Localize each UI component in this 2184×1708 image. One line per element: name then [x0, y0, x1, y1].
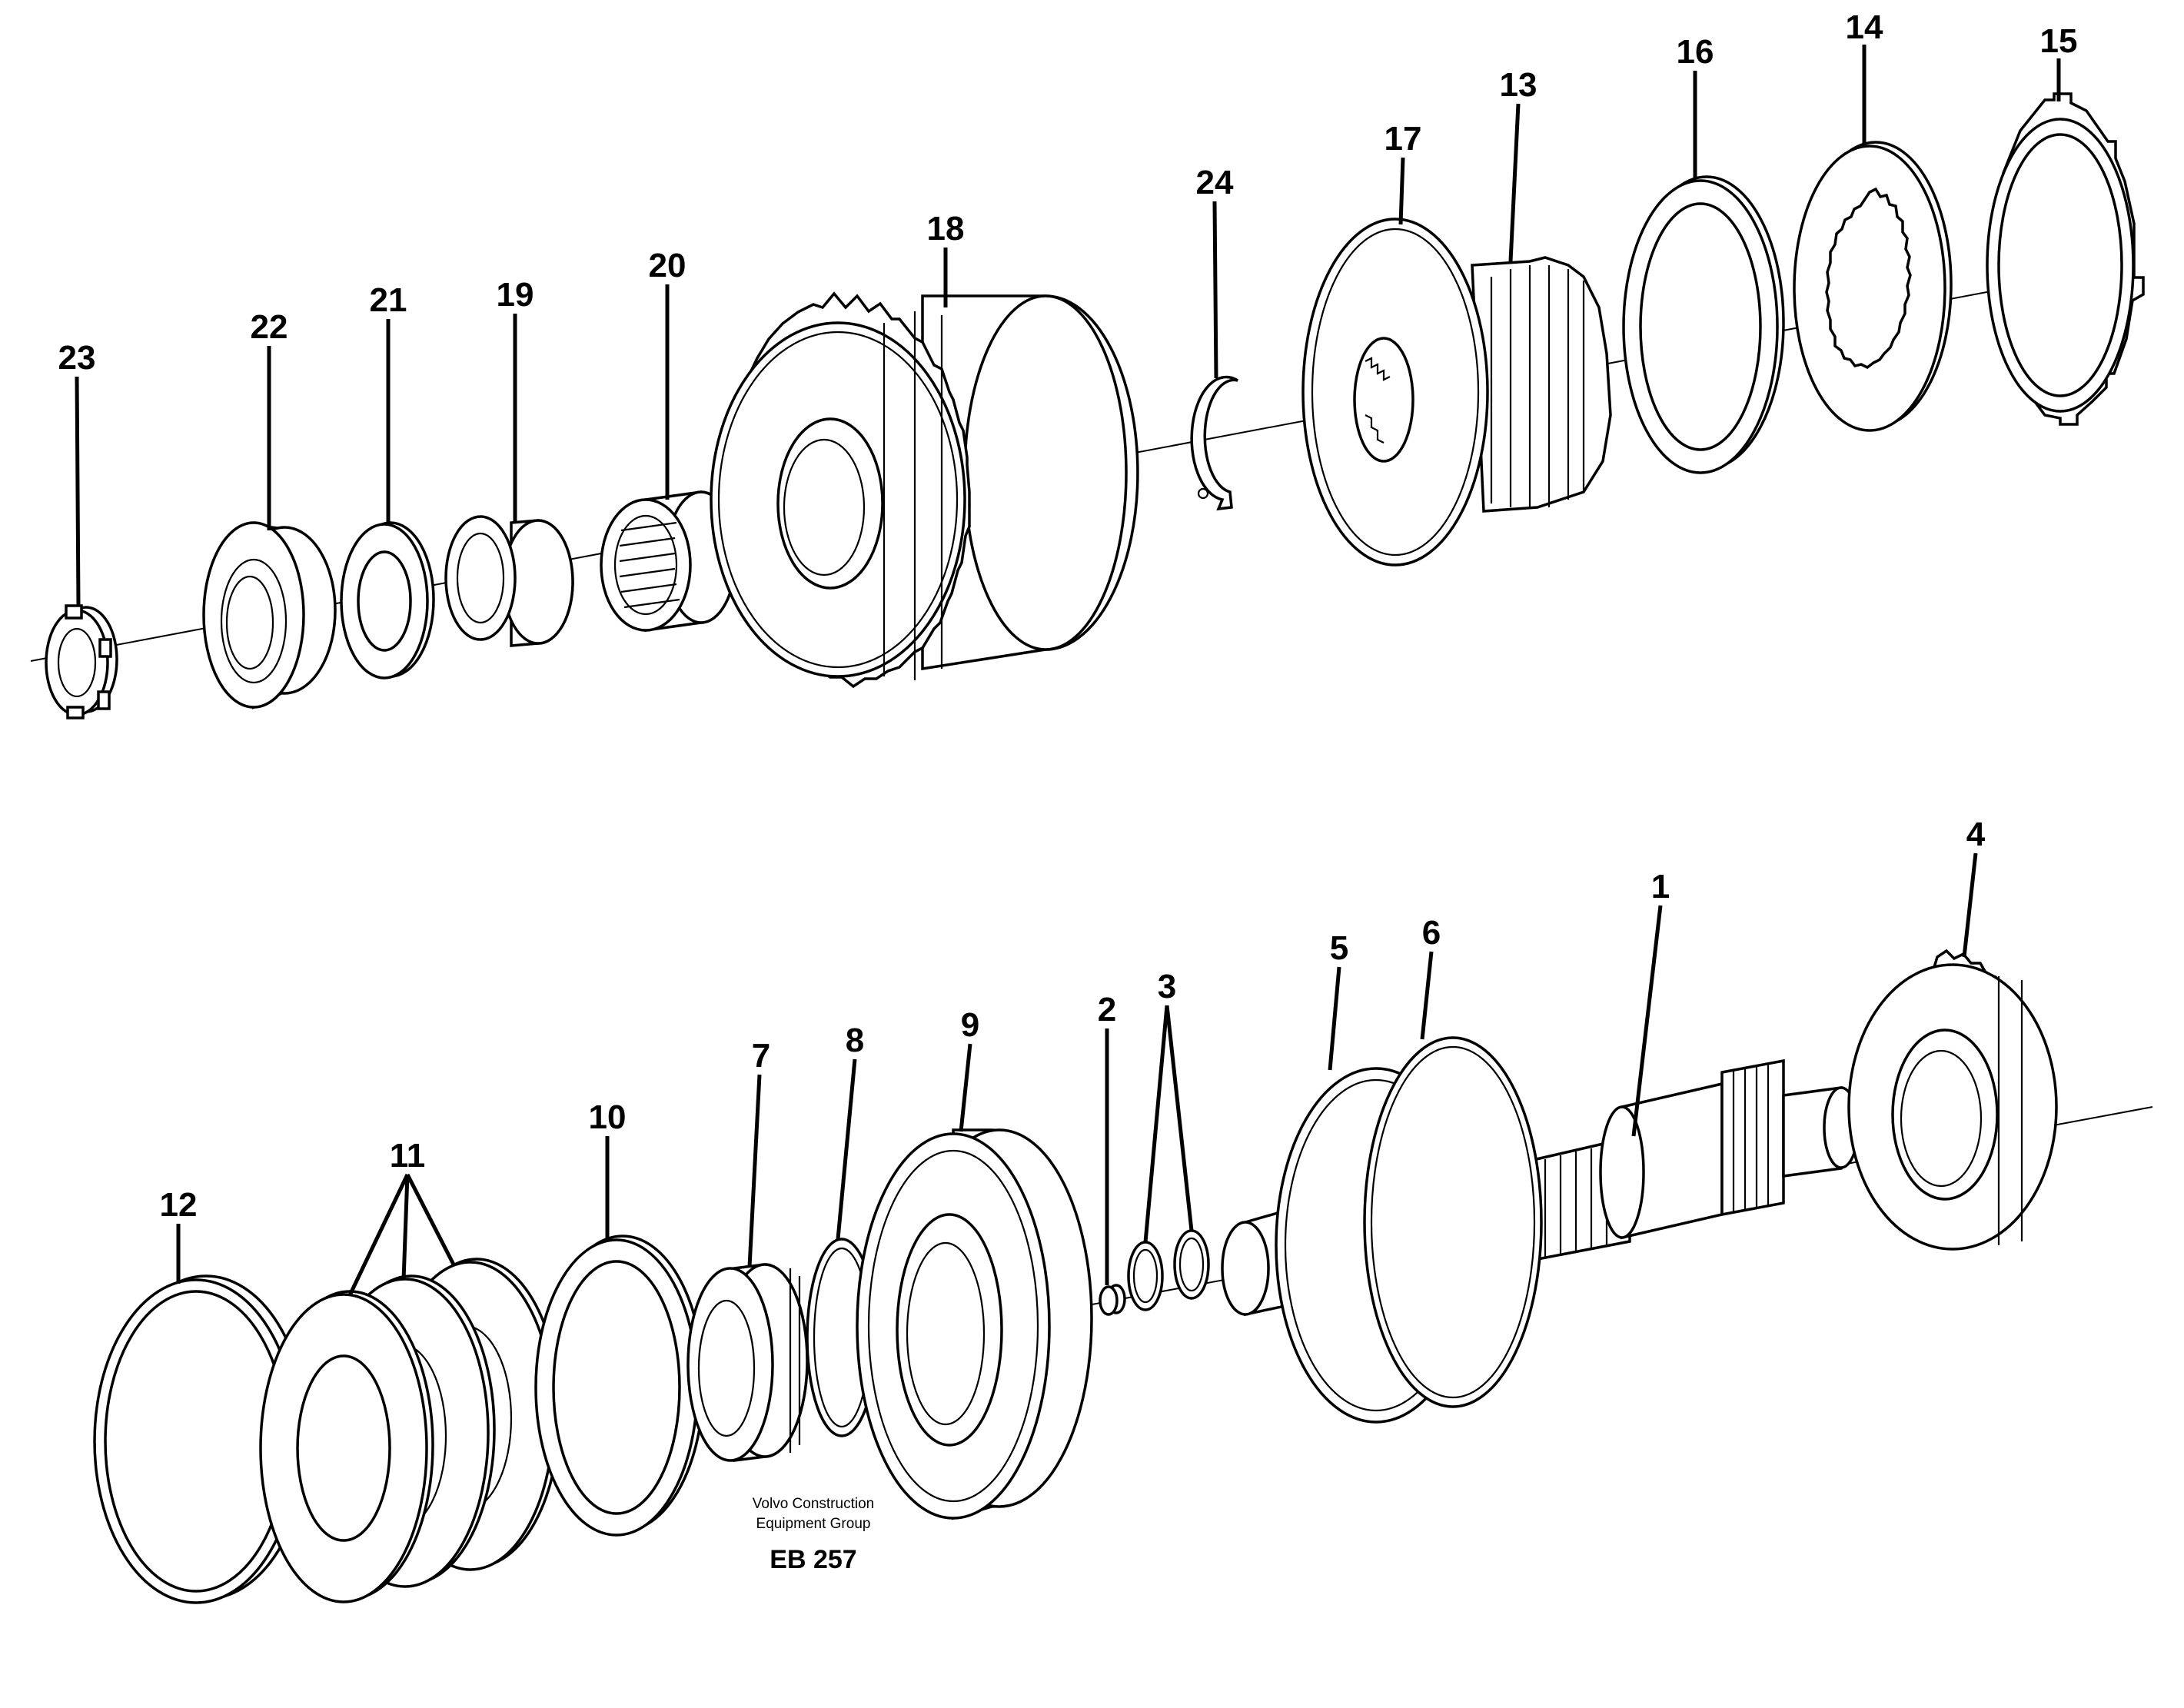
- leader-1: [1631, 905, 1663, 1137]
- leader-11a: [347, 1173, 410, 1297]
- part-14-inner-spline-disc: [1793, 141, 1953, 432]
- leader-17: [1398, 157, 1405, 225]
- leader-7: [747, 1074, 762, 1268]
- part-3-seal-rings: [1127, 1229, 1210, 1311]
- leader-lines: [75, 45, 2061, 1297]
- leader-4: [1962, 852, 1978, 958]
- callout-24: 24: [1196, 164, 1234, 201]
- callout-4: 4: [1966, 816, 1986, 853]
- callout-21: 21: [370, 281, 407, 319]
- callout-12: 12: [160, 1186, 198, 1224]
- callout-18: 18: [927, 210, 965, 248]
- leader-11c: [405, 1173, 456, 1266]
- leader-9: [959, 1043, 972, 1132]
- part-16-disc: [1622, 175, 1785, 474]
- part-21-washer: [340, 521, 435, 680]
- drawing-code: EB 257: [770, 1545, 856, 1574]
- callout-8: 8: [846, 1022, 864, 1059]
- leader-8: [836, 1058, 857, 1240]
- part-18-clutch-drum: [710, 291, 1139, 689]
- callout-numbers: 23 22 21 19 20 18 24 17 13 16 14 15 12 1…: [58, 8, 2078, 1224]
- callout-6: 6: [1422, 914, 1441, 952]
- callout-2: 2: [1098, 991, 1116, 1028]
- callout-10: 10: [589, 1098, 627, 1136]
- leader-6: [1420, 951, 1434, 1040]
- part-6-o-ring: [1363, 1036, 1543, 1408]
- callout-16: 16: [1677, 33, 1714, 71]
- leader-11b: [401, 1174, 410, 1281]
- callout-11: 11: [390, 1137, 426, 1175]
- callout-20: 20: [649, 247, 686, 284]
- part-12-ring: [93, 1274, 309, 1604]
- part-9-piston: [856, 1128, 1093, 1520]
- diagram-footer: Volvo Construction Equipment Group EB 25…: [753, 1496, 874, 1574]
- leader-24: [1212, 201, 1218, 379]
- part-19-sleeve: [444, 515, 574, 647]
- callout-23: 23: [58, 339, 96, 377]
- part-24-circlip: [1190, 375, 1238, 511]
- callout-14: 14: [1846, 8, 1883, 46]
- part-23-slotted-nut: [45, 604, 118, 719]
- credit-line-1: Volvo Construction: [753, 1496, 874, 1512]
- callout-13: 13: [1500, 66, 1537, 104]
- callout-5: 5: [1330, 929, 1348, 967]
- part-13-17-hub: [1301, 218, 1612, 567]
- callout-3: 3: [1158, 968, 1176, 1005]
- leader-5: [1328, 966, 1341, 1071]
- credit-line-2: Equipment Group: [756, 1516, 871, 1532]
- part-4-gear: [1847, 949, 2058, 1251]
- part-11-discs: [259, 1258, 561, 1603]
- callout-7: 7: [752, 1037, 770, 1075]
- callout-22: 22: [251, 308, 288, 346]
- part-10-washer: [534, 1234, 705, 1537]
- callout-17: 17: [1385, 120, 1422, 158]
- part-2-plug: [1099, 1284, 1126, 1316]
- leader-13: [1508, 103, 1521, 262]
- leader-3b: [1165, 1005, 1194, 1231]
- part-15-tabbed-plate: [1986, 92, 2145, 426]
- leader-23: [75, 376, 81, 606]
- leader-3a: [1143, 1005, 1169, 1243]
- callout-15: 15: [2040, 22, 2078, 60]
- part-7-sleeve: [686, 1263, 809, 1462]
- callout-1: 1: [1651, 868, 1670, 906]
- callout-19: 19: [497, 276, 534, 314]
- upper-assembly: [30, 92, 2145, 719]
- lower-assembly: [93, 949, 2153, 1604]
- callout-9: 9: [961, 1006, 979, 1044]
- part-22-bearing: [202, 521, 337, 709]
